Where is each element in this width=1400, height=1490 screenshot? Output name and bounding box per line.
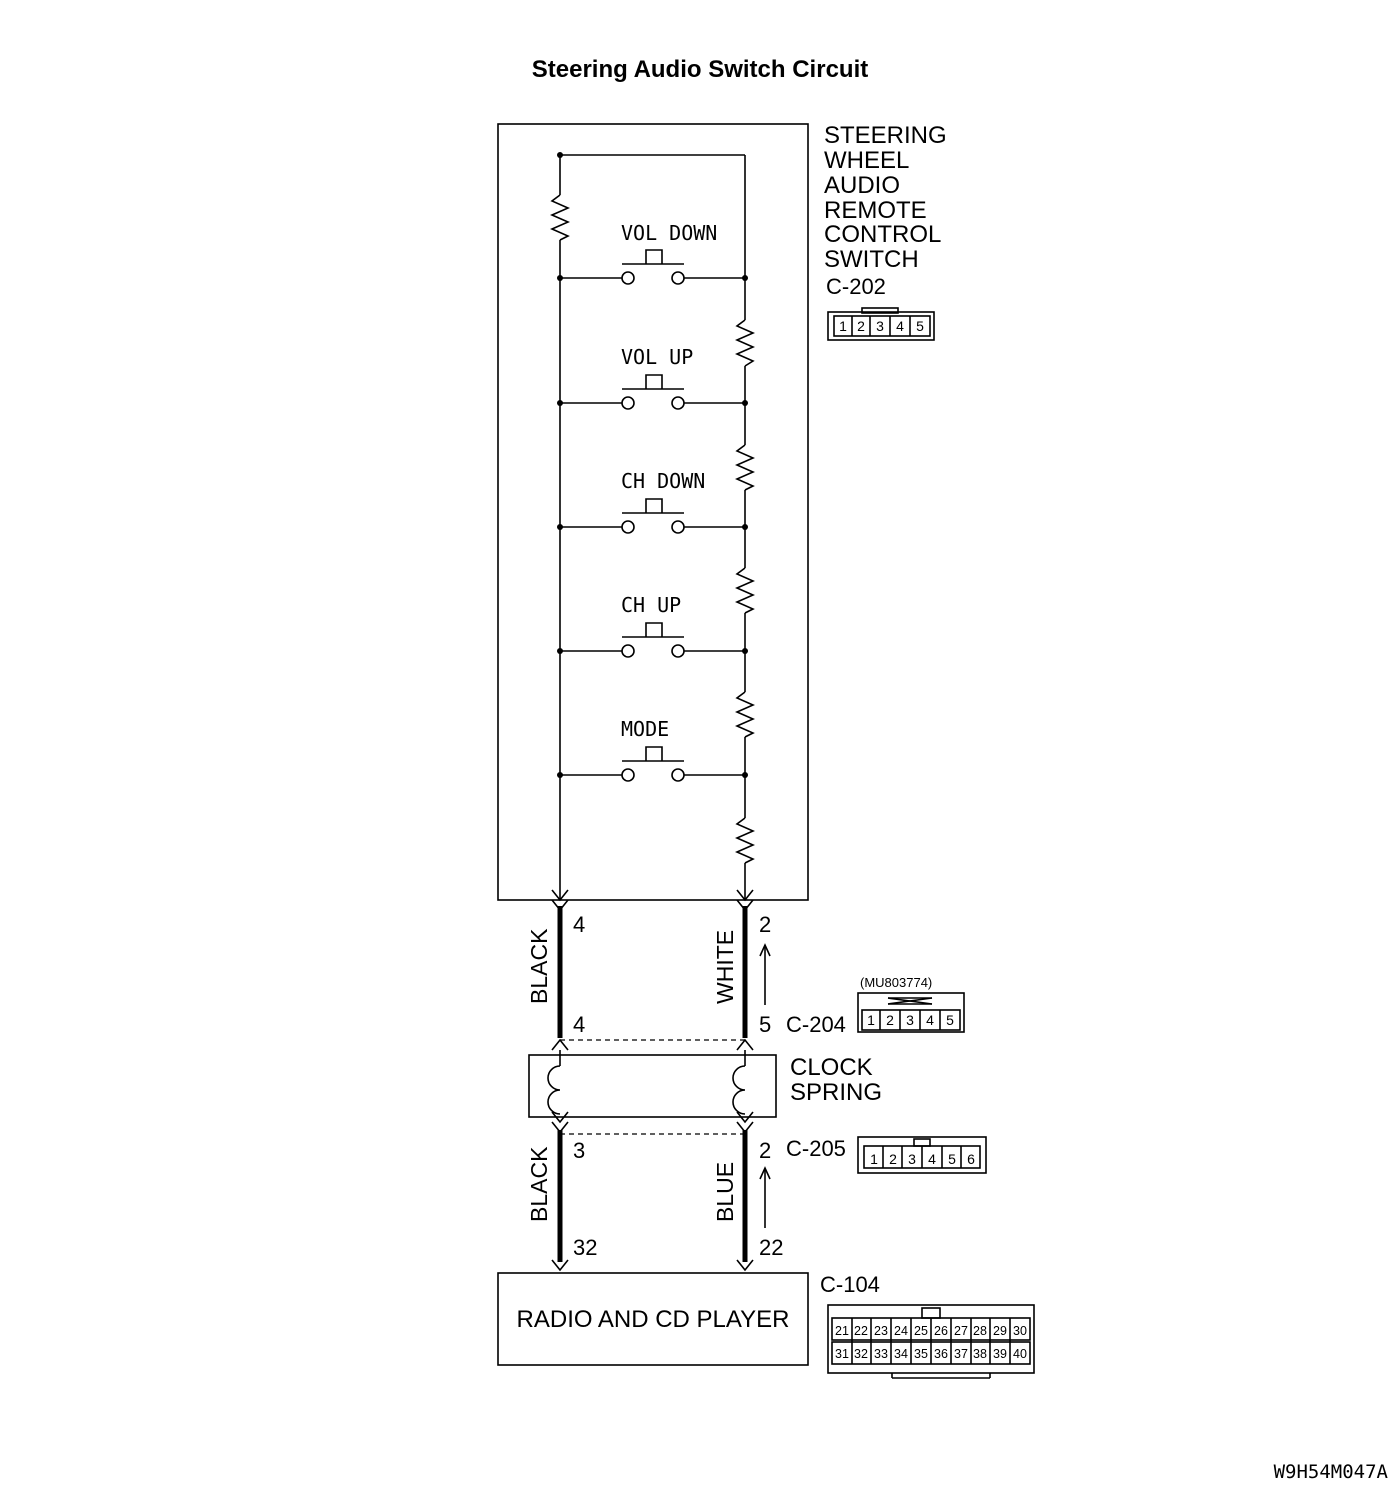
svg-text:24: 24 bbox=[894, 1324, 908, 1338]
wire-color-left-lower: BLACK bbox=[526, 1146, 552, 1222]
svg-text:31: 31 bbox=[835, 1347, 849, 1361]
clock-spring-box bbox=[528, 1050, 777, 1124]
svg-text:22: 22 bbox=[854, 1324, 868, 1338]
radio-label: RADIO AND CD PLAYER bbox=[517, 1306, 790, 1333]
c204-label: C-204 bbox=[786, 1012, 846, 1037]
svg-text:21: 21 bbox=[835, 1324, 849, 1338]
svg-text:28: 28 bbox=[973, 1324, 987, 1338]
switch-label: VOL DOWN bbox=[621, 221, 717, 245]
radio-box bbox=[497, 1272, 809, 1366]
pin-radio-left: 32 bbox=[573, 1235, 597, 1260]
component-name-line: SWITCH bbox=[824, 246, 919, 273]
switch-label: VOL UP bbox=[621, 345, 693, 369]
pin-c204-right: 5 bbox=[759, 1012, 771, 1037]
lower-harness bbox=[551, 1121, 771, 1272]
wire-color-right-lower: BLUE bbox=[712, 1162, 738, 1222]
svg-text:37: 37 bbox=[954, 1347, 968, 1361]
svg-text:2: 2 bbox=[886, 1012, 894, 1028]
svg-text:3: 3 bbox=[906, 1012, 914, 1028]
c204-part-number: (MU803774) bbox=[860, 975, 932, 990]
svg-text:39: 39 bbox=[993, 1347, 1007, 1361]
wire-color-right-upper: WHITE bbox=[712, 930, 738, 1004]
wire-color-left-upper: BLACK bbox=[526, 928, 552, 1004]
svg-text:6: 6 bbox=[967, 1151, 975, 1167]
pin-sw-right: 2 bbox=[759, 912, 771, 937]
svg-text:35: 35 bbox=[914, 1347, 928, 1361]
pin-c205-left: 3 bbox=[573, 1138, 585, 1163]
switch-vol-up: VOL UP bbox=[557, 345, 748, 410]
switch-label: MODE bbox=[621, 717, 669, 741]
clock-spring-label: CLOCK bbox=[790, 1054, 873, 1081]
figure-code: W9H54M047A bbox=[1274, 1461, 1389, 1483]
svg-text:27: 27 bbox=[954, 1324, 968, 1338]
c205-connector-icon: 1 2 3 4 5 6 bbox=[857, 1136, 987, 1174]
svg-text:34: 34 bbox=[894, 1347, 908, 1361]
switch-ch-down: CH DOWN bbox=[557, 469, 748, 534]
c104-label: C-104 bbox=[820, 1272, 880, 1297]
diagram-title: Steering Audio Switch Circuit bbox=[532, 56, 868, 83]
svg-text:2: 2 bbox=[857, 318, 865, 334]
svg-text:1: 1 bbox=[867, 1012, 875, 1028]
c205-label: C-205 bbox=[786, 1136, 846, 1161]
switch-label: CH DOWN bbox=[621, 469, 705, 493]
svg-text:29: 29 bbox=[993, 1324, 1007, 1338]
svg-text:1: 1 bbox=[839, 318, 847, 334]
component-name-line: STEERING bbox=[824, 122, 947, 149]
switch-assembly-box bbox=[497, 123, 809, 901]
component-name-line: WHEEL bbox=[824, 147, 909, 174]
c202-label: C-202 bbox=[826, 274, 886, 299]
switch-vol-down: VOL DOWN bbox=[557, 221, 748, 285]
pin-c205-right: 2 bbox=[759, 1138, 771, 1163]
svg-text:3: 3 bbox=[908, 1151, 916, 1167]
pin-radio-right: 22 bbox=[759, 1235, 783, 1260]
svg-text:40: 40 bbox=[1013, 1347, 1027, 1361]
svg-text:1: 1 bbox=[870, 1151, 878, 1167]
svg-text:4: 4 bbox=[928, 1151, 936, 1167]
component-name-line: CONTROL bbox=[824, 221, 941, 248]
switch-ch-up: CH UP bbox=[557, 593, 748, 658]
c104-connector-icon: 21 22 23 24 25 26 27 28 29 30 31 32 33 3… bbox=[827, 1304, 1035, 1379]
upper-harness bbox=[551, 889, 771, 1051]
svg-text:30: 30 bbox=[1013, 1324, 1027, 1338]
svg-text:3: 3 bbox=[876, 318, 884, 334]
clock-spring-label: SPRING bbox=[790, 1079, 882, 1106]
switch-label: CH UP bbox=[621, 593, 681, 617]
switch-mode: MODE bbox=[557, 717, 748, 782]
left-bus bbox=[550, 152, 746, 900]
svg-text:5: 5 bbox=[946, 1012, 954, 1028]
pin-c204-left: 4 bbox=[573, 1012, 585, 1037]
svg-text:5: 5 bbox=[916, 318, 924, 334]
svg-text:32: 32 bbox=[854, 1347, 868, 1361]
c204-connector-icon: 1 2 3 4 5 bbox=[857, 992, 965, 1033]
component-name-line: AUDIO bbox=[824, 172, 900, 199]
c202-connector-icon: 1 2 3 4 5 bbox=[827, 307, 935, 341]
svg-text:33: 33 bbox=[874, 1347, 888, 1361]
svg-text:23: 23 bbox=[874, 1324, 888, 1338]
svg-text:36: 36 bbox=[934, 1347, 948, 1361]
svg-text:38: 38 bbox=[973, 1347, 987, 1361]
svg-text:4: 4 bbox=[896, 318, 904, 334]
svg-text:5: 5 bbox=[948, 1151, 956, 1167]
component-name: STEERING WHEEL AUDIO REMOTE CONTROL SWIT… bbox=[824, 122, 947, 273]
component-name-line: REMOTE bbox=[824, 197, 927, 224]
svg-text:2: 2 bbox=[889, 1151, 897, 1167]
svg-text:26: 26 bbox=[934, 1324, 948, 1338]
right-bus bbox=[735, 278, 755, 900]
svg-text:25: 25 bbox=[914, 1324, 928, 1338]
pin-sw-left: 4 bbox=[573, 912, 585, 937]
svg-text:4: 4 bbox=[926, 1012, 934, 1028]
